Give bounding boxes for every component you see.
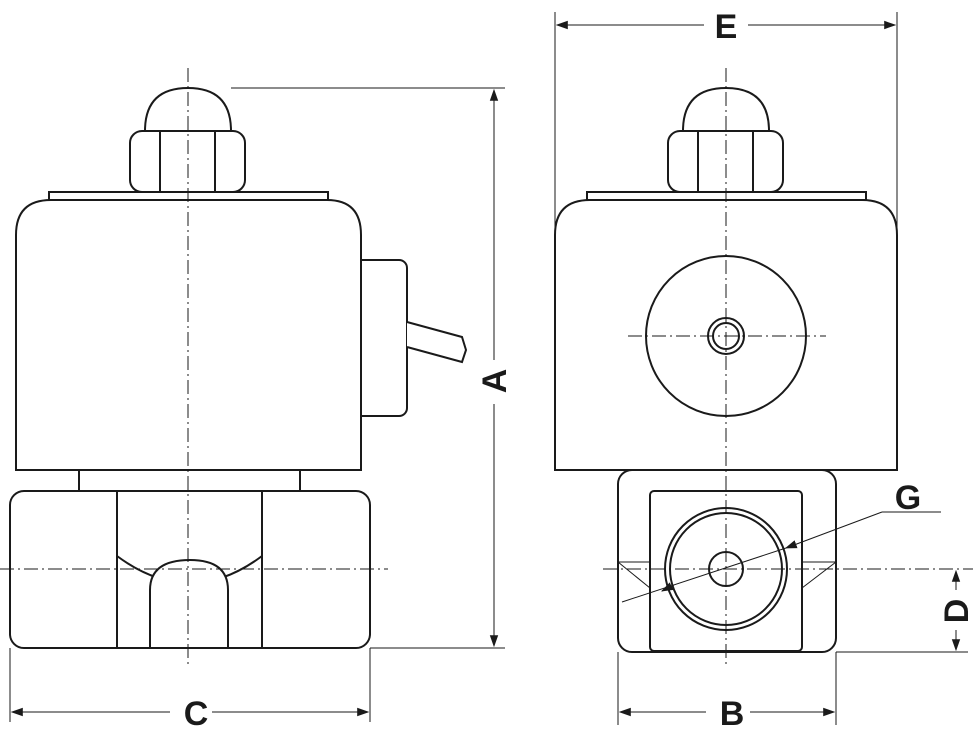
dimension-c — [9, 648, 371, 722]
valve-body-side — [9, 490, 371, 649]
dimension-b — [617, 652, 837, 725]
coil-neck-side — [78, 469, 301, 492]
cable — [406, 321, 468, 364]
dimension-g-leader — [621, 511, 941, 603]
side-view — [0, 68, 468, 665]
dimension-a-label: A — [476, 369, 514, 394]
front-view — [554, 68, 973, 665]
dimension-b-label: B — [720, 695, 745, 730]
nut-side — [129, 86, 246, 193]
dimension-a — [231, 87, 505, 649]
dimension-d-label: D — [938, 599, 973, 624]
dimension-e — [554, 12, 898, 470]
dimension-e-label: E — [715, 8, 738, 46]
dimension-c-label: C — [184, 695, 209, 730]
dimension-g-label: G — [895, 479, 921, 517]
dimension-d — [836, 569, 968, 653]
